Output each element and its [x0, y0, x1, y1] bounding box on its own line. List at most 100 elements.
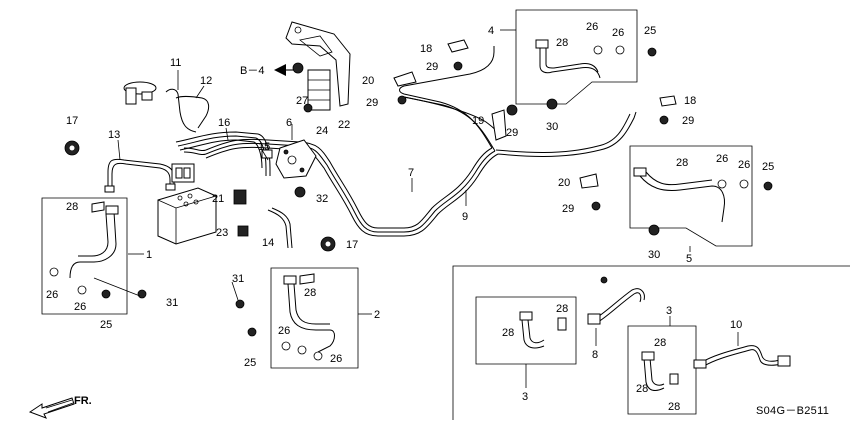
callout-12: 12 — [200, 75, 212, 87]
brake-pipe-14 — [267, 209, 289, 249]
brake-pipe-12 — [175, 96, 210, 129]
callout-26f: 26 — [74, 301, 86, 313]
nut-27 — [303, 103, 313, 113]
callout-31b: 31 — [166, 297, 178, 309]
callout-28h: 28 — [636, 383, 648, 395]
bolt-25-top — [647, 47, 657, 57]
callout-2: 2 — [374, 309, 380, 321]
bolt-29b — [397, 95, 407, 105]
callout-26c: 26 — [716, 153, 728, 165]
clip-20b — [579, 173, 599, 189]
callout-3b: 3 — [666, 305, 672, 317]
callout-16: 16 — [218, 117, 230, 129]
bolt-32 — [294, 186, 306, 198]
callout-25d: 25 — [244, 357, 256, 369]
box-hose-assembly-3a — [475, 296, 577, 365]
callout-17b: 17 — [346, 239, 358, 251]
callout-31a: 31 — [232, 273, 244, 285]
callout-30a: 30 — [546, 121, 558, 133]
callout-18a: 18 — [420, 43, 432, 55]
clip-20a — [393, 71, 417, 87]
grommet-17a — [64, 140, 80, 156]
brake-hose-1 — [49, 201, 147, 299]
front-direction-arrow — [28, 397, 75, 419]
callout-32: 32 — [316, 193, 328, 205]
callout-25c: 25 — [100, 319, 112, 331]
callout-26a: 26 — [586, 21, 598, 33]
callout-28f: 28 — [556, 303, 568, 315]
callout-28i: 28 — [668, 401, 680, 413]
callout-29b: 29 — [366, 97, 378, 109]
callouts: 1 2 3 3 4 5 6 7 8 9 10 11 12 13 14 15 16… — [46, 21, 774, 413]
callout-10: 10 — [730, 319, 742, 331]
callout-23: 23 — [216, 227, 228, 239]
callout-24: 24 — [316, 125, 328, 137]
brake-pipe-8 — [587, 276, 645, 325]
callout-28c: 28 — [66, 201, 78, 213]
brake-hose-2 — [235, 273, 335, 361]
pipe-junction-block — [171, 163, 195, 183]
nut-b4 — [292, 62, 304, 74]
clip-19 — [491, 109, 507, 141]
callout-21: 21 — [212, 193, 224, 205]
callout-11: 11 — [170, 57, 181, 69]
callout-30b: 30 — [648, 249, 660, 261]
callout-20b: 20 — [558, 177, 570, 189]
callout-15: 15 — [258, 141, 270, 153]
front-label: FR. — [74, 395, 92, 407]
bracket-22 — [285, 21, 351, 107]
callout-20a: 20 — [362, 75, 374, 87]
callout-29c: 29 — [506, 127, 518, 139]
inset-border — [452, 265, 850, 420]
callout-29d: 29 — [682, 115, 694, 127]
box-hose-assembly-2 — [270, 267, 359, 369]
callout-3a: 3 — [522, 391, 528, 403]
nut-30b — [648, 224, 660, 236]
clip-21 — [233, 189, 247, 205]
master-cylinder-fitting — [123, 81, 157, 105]
bolt-25-right — [763, 181, 773, 191]
callout-25a: 25 — [644, 25, 656, 37]
clip-23 — [237, 225, 249, 237]
callout-28g: 28 — [654, 337, 666, 349]
callout-27: 27 — [296, 95, 308, 107]
callout-28b: 28 — [676, 157, 688, 169]
callout-5: 5 — [686, 253, 692, 265]
nut-30a — [546, 98, 558, 110]
callout-29e: 29 — [562, 203, 574, 215]
callout-28d: 28 — [304, 287, 316, 299]
callout-26d: 26 — [738, 159, 750, 171]
box-hose-assembly-5 — [629, 145, 753, 247]
bolt-29a — [453, 61, 463, 71]
callout-6: 6 — [286, 117, 292, 129]
grommet-block-24 — [307, 69, 331, 111]
callout-1: 1 — [146, 249, 152, 261]
brake-pipe-11 — [165, 88, 197, 133]
callout-14: 14 — [262, 237, 274, 249]
brake-hose-4 — [535, 39, 625, 79]
callout-9: 9 — [462, 211, 468, 223]
callout-26g: 26 — [278, 325, 290, 337]
clip-18b — [659, 95, 677, 107]
callout-7: 7 — [408, 167, 414, 179]
callout-28a: 28 — [556, 37, 568, 49]
diagram-code: S04G－B2511 — [756, 405, 829, 417]
bolt-29-clip19 — [506, 104, 518, 116]
callout-26b: 26 — [612, 27, 624, 39]
callout-19: 19 — [472, 115, 484, 127]
box-hose-assembly-1 — [41, 197, 128, 315]
brake-hose-5 — [633, 167, 749, 223]
brake-hose-3a — [519, 311, 567, 349]
proportioning-valve — [275, 139, 317, 179]
reference-arrow-b4 — [274, 64, 294, 76]
callout-25b: 25 — [762, 161, 774, 173]
box-hose-assembly-4 — [515, 9, 638, 105]
box-hose-assembly-3b — [627, 325, 697, 415]
callout-17a: 17 — [66, 115, 78, 127]
callout-28e: 28 — [502, 327, 514, 339]
brake-hose-3b — [641, 351, 679, 391]
callout-26h: 26 — [330, 353, 342, 365]
reference-b4-label: B－4 — [240, 65, 264, 77]
callout-4: 4 — [488, 25, 494, 37]
callout-18b: 18 — [684, 95, 696, 107]
